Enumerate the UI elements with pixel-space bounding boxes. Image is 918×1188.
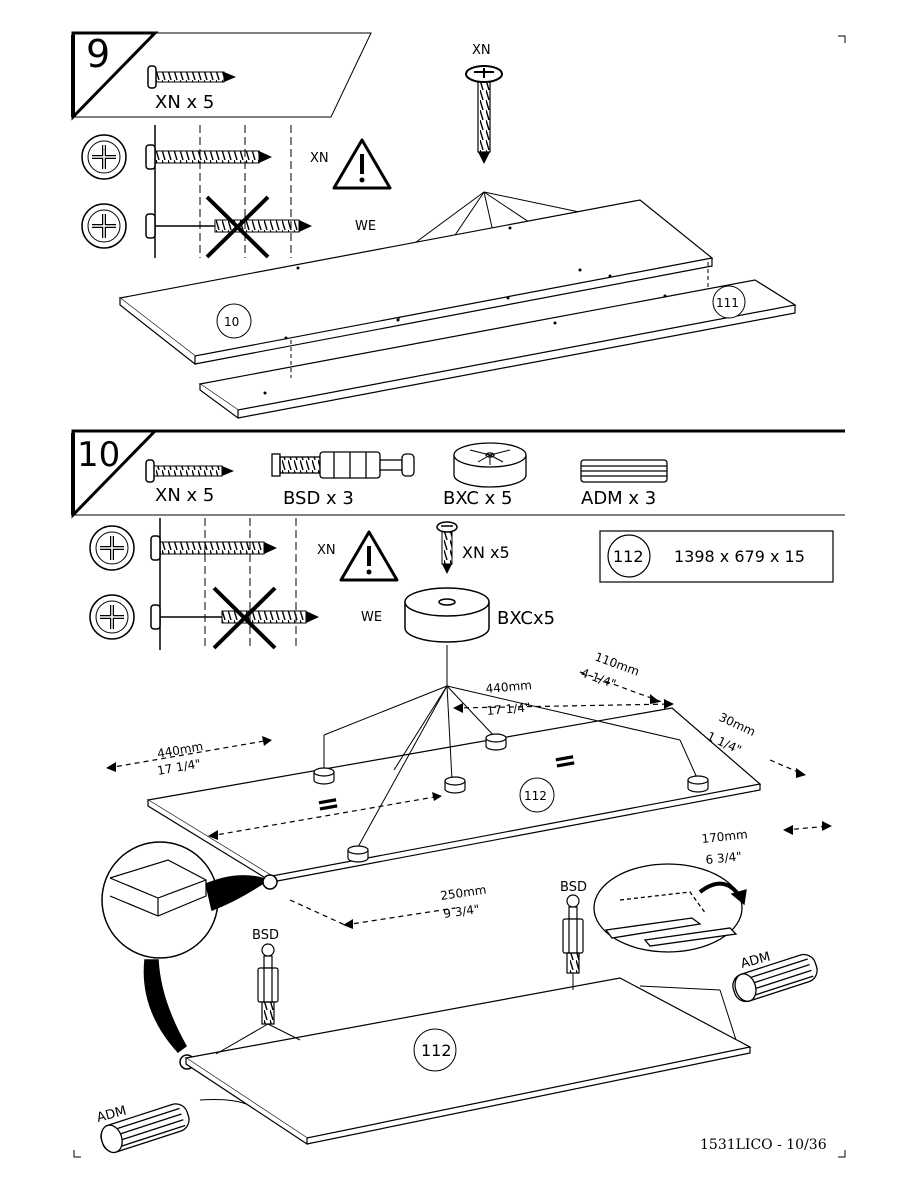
warning-part-label: XN — [317, 543, 336, 558]
equal-sign: = — [313, 785, 342, 822]
warning-part-label: XN — [310, 151, 329, 166]
panel-spec-id: 112 — [613, 547, 644, 566]
xn-screw-icon — [145, 459, 234, 483]
part-label-adm: ADM x 3 — [581, 488, 656, 509]
leader-lines — [199, 973, 737, 1105]
dim-250-mm: 250mm — [439, 883, 487, 903]
warning-icon — [339, 530, 399, 582]
correct-screw-row — [81, 125, 292, 258]
panel-label: 112 — [524, 789, 547, 803]
adm-dowel-icon — [100, 1103, 190, 1154]
bxc-feet — [313, 733, 709, 863]
wrong-part-label: WE — [361, 610, 382, 625]
bsd-connector-icon — [271, 451, 415, 479]
dim-250-in: 9 3/4" — [442, 902, 480, 921]
part-qty-label: XN x 5 — [155, 92, 214, 113]
xn-screw-large-icon — [436, 521, 458, 574]
crop-marks — [73, 35, 846, 1158]
bsd-connector-icon — [562, 894, 584, 974]
dim-170-mm: 170mm — [701, 827, 749, 846]
dim-440-in: 17 1/4" — [486, 700, 531, 718]
step-9-header — [71, 31, 372, 121]
dimension-lines — [107, 671, 831, 926]
step-9: 9 XN x 5 XN — [71, 31, 797, 420]
edge-detail-magnifier — [101, 841, 278, 1070]
wrong-screw-row — [81, 195, 312, 259]
panel-spec-dims: 1398 x 679 x 15 — [674, 547, 805, 566]
panel-10 — [118, 199, 714, 366]
callout-foot-label: BXCx5 — [497, 608, 555, 629]
panel-112-top — [146, 707, 762, 884]
bsd-connector-icon — [257, 943, 279, 1025]
part-label-bxc: BXC x 5 — [443, 488, 513, 509]
part-label-xn: XN x 5 — [155, 485, 214, 506]
step-10: 10 XN x 5 BSD x 3 BXC x 5 A — [71, 429, 845, 1154]
callout-screw-label: XN x5 — [462, 543, 510, 562]
dim-440-mm: 440mm — [485, 678, 532, 696]
bsd-label: BSD — [560, 880, 587, 895]
equal-sign: = — [550, 742, 579, 779]
panel-label: 112 — [421, 1041, 452, 1060]
cross-icon — [205, 195, 270, 259]
xn-screw-icon — [147, 65, 236, 89]
page-number: 1531LICO - 10/36 — [700, 1137, 827, 1153]
step-number: 9 — [86, 32, 110, 76]
bxc-foot-icon — [453, 442, 527, 488]
correct-screw-row — [89, 518, 297, 650]
panel-112-bottom — [184, 977, 752, 1146]
part-label-bsd: BSD x 3 — [283, 488, 354, 509]
wrong-screw-row — [89, 586, 319, 650]
panel-spec-box — [599, 530, 834, 583]
panel-label: 10 — [224, 315, 239, 329]
dim-170-in: 6 3/4" — [705, 849, 743, 867]
bxc-foot-large-icon — [404, 587, 490, 643]
step-10-header — [71, 429, 845, 519]
adm-dowel-icon — [580, 459, 668, 483]
dimension-arrowheads — [106, 694, 832, 929]
panel-label: 111 — [716, 296, 739, 310]
wrong-part-label: WE — [355, 219, 376, 234]
step-number: 10 — [77, 435, 120, 475]
warning-icon — [332, 138, 392, 190]
cross-icon — [212, 586, 277, 650]
leader-lines — [323, 685, 699, 848]
hole-markers — [263, 226, 667, 395]
bsd-label: BSD — [252, 928, 279, 943]
flip-panel-icon — [593, 863, 747, 953]
screw-label: XN — [472, 43, 491, 58]
panel-111 — [198, 279, 797, 420]
xn-screw-large-icon: XN — [465, 43, 503, 164]
adm-dowel-icon — [732, 953, 818, 1003]
